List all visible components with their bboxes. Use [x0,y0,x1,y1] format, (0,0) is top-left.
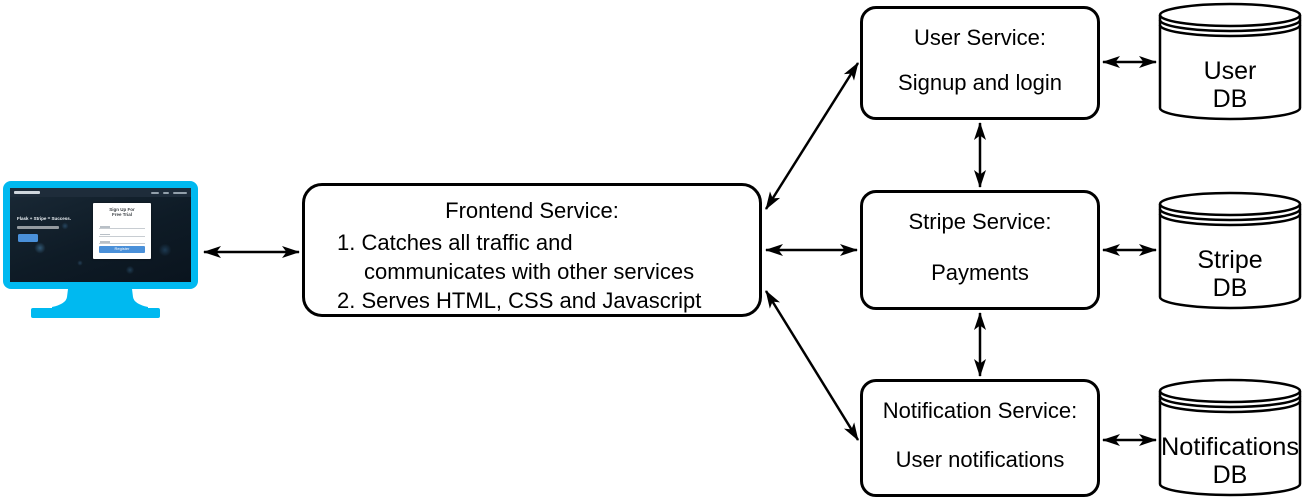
frontend-service-description: 1. Catches all traffic and communicates … [337,230,702,313]
screen-pricing-button [18,234,38,242]
stripe-service-title: Stripe Service: [908,209,1052,234]
database-cylinder-icon [1158,191,1302,310]
client-computer-illustration: Flask + Stripe = Success. Sign Up For Fr… [0,175,205,325]
node-notifications-db: Notifications DB [1158,378,1302,497]
arrow-frontend-notification-service [764,290,860,441]
register-button: Register [99,246,145,253]
frontend-service-title: Frontend Service: [445,198,619,223]
signup-card: Sign Up For Free Trial Register [93,203,151,259]
screen-navlink-bar [163,191,169,194]
node-user-service: User Service: Signup and login [860,6,1100,120]
node-stripe-db: Stripe DB [1158,191,1302,310]
stripe-db-label: Stripe [1197,246,1262,274]
notification-service-subtitle: User notifications [895,447,1065,472]
node-user-db: User DB [1158,2,1302,121]
database-cylinder-icon [1158,2,1302,121]
screen-navbar [10,188,191,197]
user-db-label: User [1204,57,1257,85]
signup-name-field [99,224,145,229]
signup-password-field [99,239,145,244]
database-cylinder-icon [1158,378,1302,497]
svg-text:DB: DB [1213,461,1248,489]
notifications-db-label: Notifications [1161,433,1299,461]
monitor-stand-base [31,308,160,318]
user-service-title: User Service: [913,25,1047,50]
notification-service-title: Notification Service: [882,398,1078,423]
svg-text:DB: DB [1213,274,1248,302]
monitor-screen: Flask + Stripe = Success. Sign Up For Fr… [10,188,191,282]
signup-email-field [99,232,145,237]
arrow-frontend-user-service [764,62,860,210]
node-notification-service: Notification Service: User notifications [860,379,1100,497]
svg-text:DB: DB [1213,85,1248,113]
signup-card-title: Sign Up For Free Trial [109,207,135,217]
screen-navlink-bar [151,191,159,194]
node-frontend-service: Frontend Service: 1. Catches all traffic… [302,183,762,317]
screen-brand-text-bar [14,191,40,194]
screen-navlink-bar [173,191,187,194]
screen-subheadline-bar [17,226,59,229]
node-stripe-service: Stripe Service: Payments [860,190,1100,310]
stripe-service-subtitle: Payments [931,260,1029,285]
monitor-stand-neck [52,289,148,309]
user-service-subtitle: Signup and login [898,70,1062,95]
screen-headline: Flask + Stripe = Success. [17,216,72,221]
